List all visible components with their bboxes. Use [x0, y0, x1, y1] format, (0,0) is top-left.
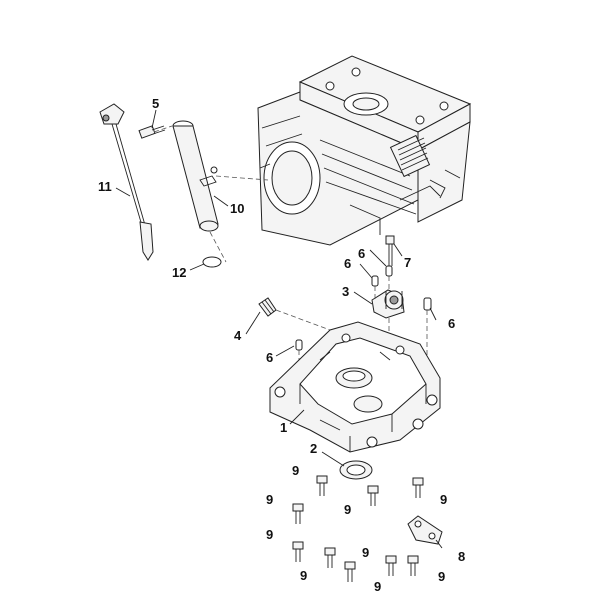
- callout-12: 12: [172, 265, 186, 280]
- callout-6-d: 6: [266, 350, 273, 365]
- callout-4: 4: [234, 328, 242, 343]
- callout-10: 10: [230, 201, 244, 216]
- governor-assembly-drawing: [371, 289, 405, 319]
- callout-9-i: 9: [438, 569, 445, 584]
- callout-8: 8: [458, 549, 465, 564]
- callout-9-f: 9: [362, 545, 369, 560]
- callout-9-h: 9: [374, 579, 381, 594]
- callout-9-c: 9: [266, 492, 273, 507]
- callout-11: 11: [98, 179, 112, 194]
- bolt-7-drawing: [385, 235, 395, 266]
- callout-9-g: 9: [300, 568, 307, 583]
- dowel-6b-drawing: [371, 275, 379, 287]
- plug-4-drawing: [258, 297, 277, 317]
- callout-9-e: 9: [266, 527, 273, 542]
- callout-6-b: 6: [344, 256, 351, 271]
- callout-7: 7: [404, 255, 411, 270]
- o-ring-drawing: [202, 256, 222, 268]
- dowel-6a-drawing: [385, 265, 393, 277]
- crankcase-cover-drawing: [269, 321, 441, 453]
- callout-1: 1: [280, 420, 287, 435]
- callout-2: 2: [310, 441, 317, 456]
- callout-3: 3: [342, 284, 349, 299]
- bolts-9-drawings: [292, 475, 424, 582]
- callout-9-d: 9: [344, 502, 351, 517]
- callout-9-a: 9: [292, 463, 299, 478]
- oil-seal-drawing: [339, 460, 373, 480]
- callout-6-c: 6: [448, 316, 455, 331]
- leader-lines: [115, 109, 443, 549]
- dowel-6d-drawing: [295, 339, 303, 351]
- engine-block-drawing: [257, 55, 472, 246]
- dipstick-drawing: [99, 103, 154, 261]
- callout-6-a: 6: [358, 246, 365, 261]
- callout-5: 5: [152, 96, 159, 111]
- dowel-6c-drawing: [423, 297, 432, 311]
- bracket-8-drawing: [407, 515, 443, 545]
- callout-9-b: 9: [440, 492, 447, 507]
- filler-tube-drawing: [172, 120, 219, 232]
- bolt-5-drawing: [138, 125, 166, 139]
- callout-labels: 5 11 10 12 6 7 6 3 6 4 6 1 2 9 9 9 9 8 9…: [98, 96, 465, 594]
